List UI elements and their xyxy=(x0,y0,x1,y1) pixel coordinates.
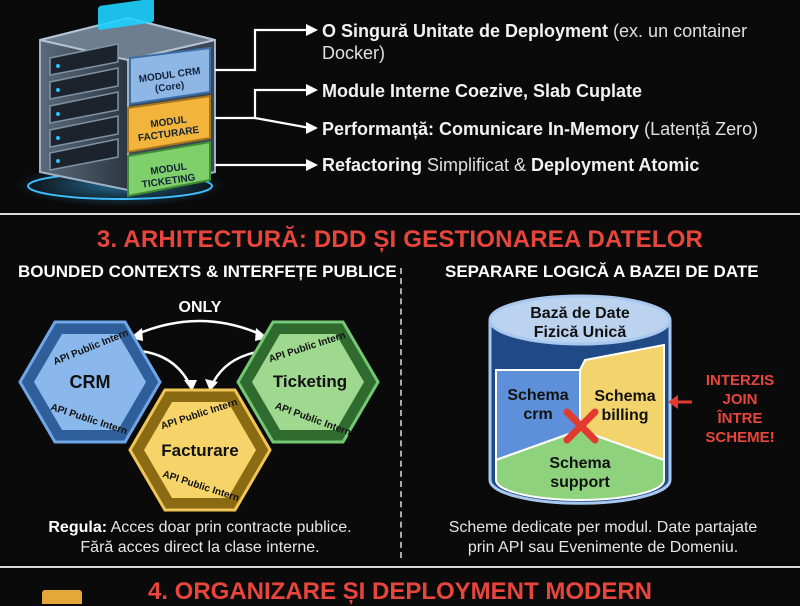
bounded-contexts-diagram: ONLY CRM API Public Intern API Public In… xyxy=(18,299,380,512)
section4-title: 4. ORGANIZARE ȘI DEPLOYMENT MODERN xyxy=(147,578,653,605)
bullet-1-light: (ex. un container xyxy=(608,21,748,41)
schema-support-sector xyxy=(495,428,665,501)
schema-crm-label1: Schema xyxy=(507,387,568,404)
crm-label: CRM xyxy=(70,372,111,392)
module-facturare-label1: MODUL xyxy=(150,115,188,131)
database-diagram: Bază de Date Fizică Unică Schema crm Sch… xyxy=(488,294,775,505)
bullet-3-bold: Performanță: Comunicare In-Memory xyxy=(322,119,640,139)
db-title-line2: Fizică Unică xyxy=(534,324,627,341)
vertical-divider xyxy=(400,268,402,558)
connector-arrow-1 xyxy=(215,28,310,72)
db-separation-heading: SEPARARE LOGICĂ A BAZEI DE DATE xyxy=(445,262,759,281)
module-crm-sublabel: (Core) xyxy=(154,80,185,95)
module-ticketing-label1: MODUL xyxy=(150,162,188,178)
section-divider-bottom xyxy=(0,566,800,568)
schema-billing-label1: Schema xyxy=(594,388,655,405)
bounded-contexts-heading: BOUNDED CONTEXTS & INTERFEȚE PUBLICE xyxy=(18,262,397,281)
bullet-2-bold: Module Interne Coezive, Slab Cuplate xyxy=(322,81,643,101)
schema-billing-label2: billing xyxy=(601,407,648,424)
module-facturare-plate xyxy=(127,94,211,154)
forbidden-x-icon xyxy=(563,408,599,444)
db-note: Scheme dedicate per modul. Date partajat… xyxy=(418,518,788,558)
db-note-line2: prin API sau Evenimente de Domeniu. xyxy=(467,539,739,556)
schema-billing-sector xyxy=(579,343,665,462)
forbidden-line4: SCHEME! xyxy=(705,429,774,446)
crm-context-hexagon xyxy=(18,320,162,444)
forbidden-line1: INTERZIS xyxy=(706,372,774,389)
bullet-single-deployment: O Singură Unitate de Deployment (ex. un … xyxy=(322,20,747,64)
bullet-3-light: (Latență Zero) xyxy=(639,119,759,139)
connector-arrow-3 xyxy=(254,116,311,130)
bullet-4-light: Simplificat & xyxy=(422,155,532,175)
only-label: ONLY xyxy=(179,299,222,316)
rule-note-bold: Regula: xyxy=(48,519,108,536)
arrow-crm-ticketing xyxy=(134,319,263,337)
monolith-server-illustration: MODUL CRM (Core) MODUL FACTURARE MODUL T… xyxy=(15,0,318,207)
facturare-label: Facturare xyxy=(161,441,238,460)
connector-arrow-2 xyxy=(215,88,310,120)
rule-note-rest: Acces doar prin contracte publice. xyxy=(107,519,352,536)
rule-note: Regula: Acces doar prin contracte public… xyxy=(20,518,380,558)
db-note-line1: Scheme dedicate per modul. Date partajat… xyxy=(448,519,758,536)
section-divider-top xyxy=(0,213,800,215)
module-crm-plate xyxy=(129,46,211,106)
db-cylinder-top xyxy=(488,294,672,346)
top-light-icon xyxy=(98,0,154,30)
forbidden-line3: ÎNTRE xyxy=(717,409,763,427)
arrow-crm-facturare xyxy=(139,349,192,386)
schema-support-label1: Schema xyxy=(549,455,610,472)
bullet-performance: Performanță: Comunicare In-Memory (Laten… xyxy=(322,118,758,140)
bullet-1-bold: O Singură Unitate de Deployment xyxy=(322,21,609,41)
module-ticketing-plate xyxy=(127,140,211,198)
forbidden-line2: JOIN xyxy=(722,391,757,408)
db-title-line1: Bază de Date xyxy=(530,305,630,322)
bullet-cohesive-modules: Module Interne Coezive, Slab Cuplate xyxy=(322,80,642,102)
ticketing-context-hexagon xyxy=(236,320,380,444)
bullet-4-bold2: Deployment Atomic xyxy=(531,155,700,175)
bullet-refactoring: Refactoring Simplificat & Deployment Ato… xyxy=(322,154,699,176)
facturare-context-hexagon xyxy=(128,388,272,512)
schema-crm-label2: crm xyxy=(523,406,552,423)
bullet-4-bold1: Refactoring xyxy=(322,155,423,175)
bullet-1-line2: Docker) xyxy=(322,43,386,63)
schema-support-label2: support xyxy=(550,474,610,491)
section3-title: 3. ARHITECTURĂ: DDD ȘI GESTIONAREA DATEL… xyxy=(96,226,704,253)
rule-note-line2: Fără acces direct la clase interne. xyxy=(80,539,320,556)
ticketing-label: Ticketing xyxy=(273,372,347,391)
